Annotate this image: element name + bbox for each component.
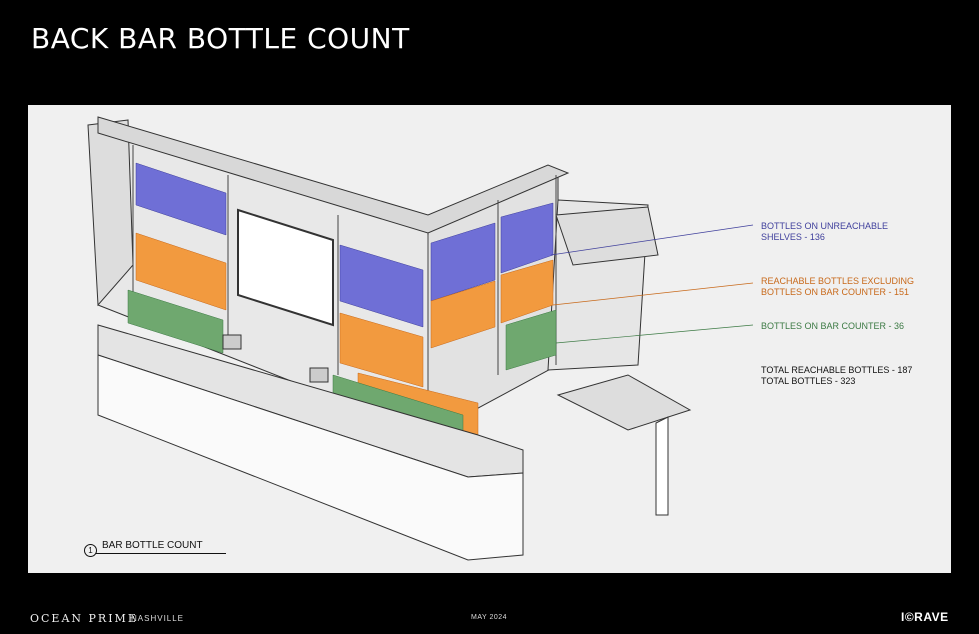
tv-screen — [237, 208, 334, 327]
caption-underline — [96, 553, 226, 554]
legend-counter: BOTTLES ON BAR COUNTER - 36 — [761, 321, 905, 331]
drawing-caption: BAR BOTTLE COUNT — [102, 540, 203, 551]
bottle-group-reachable — [430, 280, 496, 349]
service-counter — [556, 374, 692, 431]
brand-name: OCEAN PRIME — [30, 612, 138, 625]
bottle-group-reachable — [339, 312, 424, 388]
pos-terminal — [222, 334, 242, 350]
soffit — [97, 116, 570, 234]
legend-unreachable: BOTTLES ON UNREACHABLE SHELVES - 136 — [761, 221, 889, 242]
bottle-group-reachable — [135, 232, 227, 311]
leader-reachable — [552, 282, 754, 306]
icrave-logo: I©RAVE — [901, 610, 949, 624]
bottle-group-counter — [505, 309, 557, 371]
isometric-bar-drawing — [87, 116, 754, 561]
leader-unreachable — [550, 224, 754, 256]
footer-city: NASHVILLE — [131, 614, 185, 623]
bottle-group-unreachable — [135, 162, 227, 236]
bottle-group-counter — [127, 289, 224, 354]
leader-counter — [555, 324, 754, 344]
page-title: BACK BAR BOTTLE COUNT — [31, 22, 410, 55]
bottle-group-unreachable — [430, 222, 496, 302]
legend-reachable: REACHABLE BOTTLES EXCLUDING BOTTLES ON B… — [761, 276, 915, 297]
legend-totals: TOTAL REACHABLE BOTTLES - 187 TOTAL BOTT… — [761, 365, 913, 386]
footer-date: MAY 2024 — [471, 614, 508, 621]
service-counter-leg — [655, 416, 669, 516]
drawing-number: 1 — [84, 544, 97, 557]
bottle-group-unreachable — [339, 244, 424, 328]
pos-terminal — [309, 367, 329, 383]
bottles-unreachable — [135, 162, 554, 328]
canopy — [555, 206, 659, 266]
drawing-panel: BOTTLES ON UNREACHABLE SHELVES - 136 REA… — [28, 105, 951, 573]
bar-counter-front — [97, 354, 524, 561]
